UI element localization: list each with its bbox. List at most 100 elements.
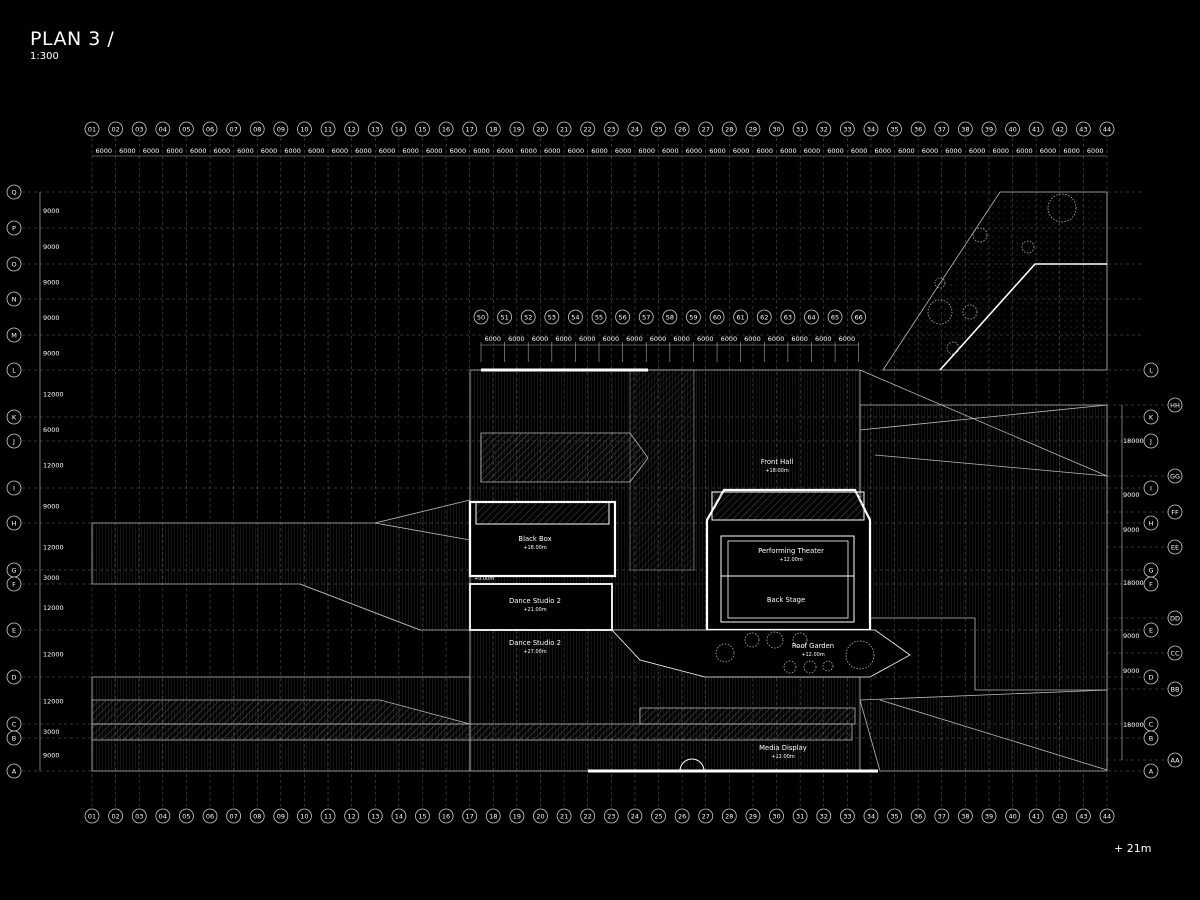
sub-column-59-bubble <box>686 309 701 325</box>
sub-column-65-bubble <box>827 309 843 325</box>
sub-column-57-label: 57 <box>642 314 650 322</box>
column-07-bubble <box>226 121 242 137</box>
column-14-bottom-label: 14 <box>395 813 403 821</box>
sub-column-65-label: 65 <box>831 314 839 322</box>
north-east-garden <box>882 191 1108 371</box>
row-N-bubble <box>6 291 22 307</box>
sub-column-57-bubble <box>638 309 654 325</box>
column-35-bottom-label: 35 <box>890 813 898 821</box>
row-D-right-label: D <box>1148 674 1153 682</box>
column-07-bottom-label: 07 <box>229 813 237 821</box>
sub-column-51-label: 51 <box>500 314 508 322</box>
sub-column-62-bubble <box>756 309 772 325</box>
row-B-right-bubble <box>1143 730 1159 746</box>
room-name: Dance Studio 2 <box>509 639 561 647</box>
column-05-bubble <box>179 121 194 137</box>
row-M-bubble <box>6 327 22 343</box>
column-dim: 6000 <box>214 147 231 155</box>
column-dim: 6000 <box>945 147 962 155</box>
column-dim: 6000 <box>709 147 726 155</box>
row-H-bubble <box>6 515 22 531</box>
column-dim: 6000 <box>237 147 254 155</box>
row-G-right-label: G <box>1148 567 1153 575</box>
column-12-bubble <box>344 121 360 137</box>
column-01-bubble <box>84 121 100 137</box>
column-39-bottom-bubble <box>981 808 997 824</box>
sub-column-dim: 6000 <box>721 335 738 343</box>
row-A-label: A <box>12 768 17 776</box>
sub-column-dim: 6000 <box>697 335 714 343</box>
row-dim-left: 12000 <box>43 604 64 612</box>
column-03-bottom-label: 03 <box>135 813 143 821</box>
column-04-bottom-label: 04 <box>159 813 167 821</box>
column-23-bottom-label: 23 <box>607 813 615 821</box>
column-35-bubble <box>887 121 902 137</box>
row-BB-bubble <box>1167 681 1183 697</box>
sub-column-61-label: 61 <box>737 314 745 322</box>
column-13-bottom-bubble <box>367 808 383 824</box>
column-20-bottom-bubble <box>533 808 548 824</box>
column-41-bubble <box>1028 121 1044 137</box>
column-dim: 6000 <box>379 147 396 155</box>
column-32-bubble <box>816 121 832 137</box>
row-H-label: H <box>12 520 17 528</box>
column-31-bottom-label: 31 <box>796 813 804 821</box>
row-I-label: I <box>13 485 15 493</box>
row-D-bubble <box>6 669 22 685</box>
row-A-bubble <box>6 763 22 779</box>
column-39-bubble <box>981 121 997 137</box>
sub-column-61-bubble <box>733 309 749 325</box>
column-02-bottom-bubble <box>108 808 124 824</box>
column-04-bubble <box>155 121 171 137</box>
sub-column-51-bubble <box>497 309 513 325</box>
sub-column-56-bubble <box>615 309 631 325</box>
column-22-bottom-bubble <box>580 808 596 824</box>
column-26-bottom-label: 26 <box>678 813 686 821</box>
room-level: +27.00m <box>523 649 547 655</box>
column-dim: 6000 <box>851 147 868 155</box>
row-K-right-label: K <box>1149 414 1154 422</box>
room-level: +18.00m <box>523 545 547 551</box>
column-13-bubble <box>367 121 383 137</box>
column-21-label: 21 <box>560 126 568 134</box>
sub-column-dim: 6000 <box>603 335 620 343</box>
row-dim-right: 18000 <box>1123 437 1144 445</box>
column-07-bottom-bubble <box>226 808 242 824</box>
row-dim-left: 9000 <box>43 243 60 251</box>
row-dim-right: 9000 <box>1123 667 1140 675</box>
column-34-bottom-bubble <box>863 808 879 824</box>
column-dim: 6000 <box>355 147 372 155</box>
room-name: Performing Theater <box>758 547 824 555</box>
column-dim: 6000 <box>426 147 443 155</box>
column-dim: 6000 <box>332 147 349 155</box>
column-16-label: 16 <box>442 126 450 134</box>
column-dim: 6000 <box>733 147 750 155</box>
column-20-bubble <box>533 121 548 137</box>
column-03-bubble <box>131 121 147 137</box>
column-14-bottom-bubble <box>391 808 407 824</box>
row-E-right-bubble <box>1143 622 1159 638</box>
room-name: Back Stage <box>767 596 805 604</box>
column-26-label: 26 <box>678 126 686 134</box>
column-13-label: 13 <box>371 126 379 134</box>
column-19-bottom-label: 19 <box>513 813 521 821</box>
column-dim: 6000 <box>874 147 891 155</box>
column-31-bottom-bubble <box>792 808 808 824</box>
row-L-right-bubble <box>1143 362 1159 378</box>
column-36-bottom-bubble <box>910 808 926 824</box>
roof-garden-area <box>611 629 911 678</box>
row-K-label: K <box>12 414 17 422</box>
row-EE-label: EE <box>1171 544 1179 552</box>
sub-column-66-label: 66 <box>855 314 863 322</box>
column-28-bottom-label: 28 <box>725 813 733 821</box>
sub-column-52-bubble <box>520 309 536 325</box>
black-box-roof <box>475 501 610 525</box>
column-18-bubble <box>485 121 501 137</box>
column-dim: 6000 <box>119 147 136 155</box>
sub-column-dim: 6000 <box>508 335 525 343</box>
column-28-bubble <box>721 121 737 137</box>
column-25-label: 25 <box>654 126 662 134</box>
column-15-bottom-label: 15 <box>418 813 426 821</box>
column-06-label: 06 <box>206 126 214 134</box>
